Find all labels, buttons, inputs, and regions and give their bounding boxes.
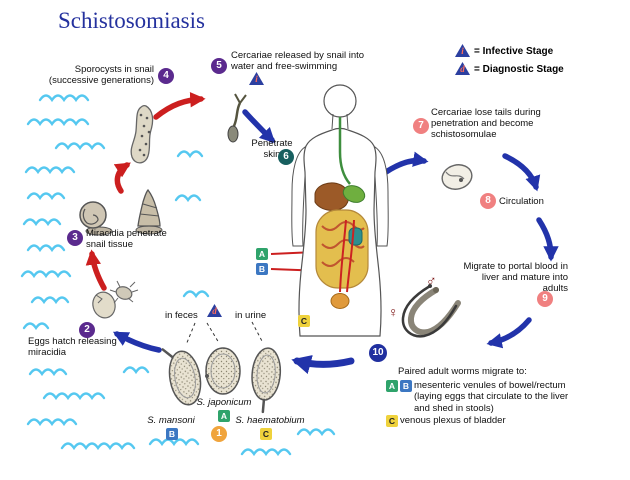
body-badge-b: B — [256, 263, 268, 275]
step-7-circle: 7 — [413, 118, 429, 134]
diagnostic-symbol: d — [460, 64, 465, 74]
step-1-circle: 1 — [211, 426, 227, 442]
head — [323, 84, 357, 118]
step-9-label: Migrate to portal blood in liver and mat… — [463, 261, 568, 295]
badge-b: B — [400, 379, 412, 392]
step-9-circle: 9 — [537, 291, 553, 307]
haematobium-badge-c: C — [260, 428, 272, 440]
step-8-circle: 8 — [480, 193, 496, 209]
arrow-circulation-to-portal — [536, 217, 559, 262]
egg-s-japonicum — [205, 347, 241, 395]
step-5-label: Cercariae released by snail into water a… — [231, 50, 365, 73]
miracidium-drawing — [92, 280, 139, 319]
badge-c: C — [386, 415, 398, 428]
body-badge-c: C — [298, 315, 310, 327]
diagnostic-stage-label: = Diagnostic Stage — [474, 64, 564, 75]
badge-a: A — [386, 379, 398, 392]
schistosomula-drawing — [441, 164, 473, 190]
in-feces-label: in feces — [165, 310, 198, 321]
colon-segment — [348, 227, 363, 246]
male-worm — [407, 287, 461, 336]
infective-symbol: i — [255, 74, 258, 84]
infective-stage-label: = Infective Stage — [474, 46, 554, 57]
mansoni-badge-b: B — [166, 428, 178, 440]
step-10-label: Paired adult worms migrate to: — [398, 366, 527, 377]
egg-drawings — [161, 347, 282, 414]
intestines — [315, 209, 369, 289]
red-cycle-arrows — [85, 92, 206, 291]
lateral-knob — [205, 374, 209, 378]
body-badge-a: A — [256, 248, 268, 260]
right-snail-bands — [139, 203, 160, 217]
species-japonicum-label: S. japonicum — [196, 397, 252, 408]
sporocyst-drawing — [130, 104, 154, 164]
step-10-circle: 10 — [369, 344, 387, 362]
left-snail-spiral — [82, 208, 99, 225]
adult-worms-drawing — [401, 284, 461, 338]
migration-c-text: venous plexus of bladder — [400, 415, 506, 427]
egg-s-mansoni — [161, 348, 202, 406]
step-4-circle: 4 — [158, 68, 174, 84]
snails-drawing — [79, 189, 163, 236]
step-3-label: Miracidia penetrate snail tissue — [86, 228, 167, 251]
arrow-eggs-to-hatch — [112, 331, 162, 353]
female-worm — [401, 284, 458, 338]
arrow-miracidia-to-snail — [85, 249, 107, 291]
diagnostic-stage-marker: d — [207, 304, 222, 317]
human-body-figure — [291, 84, 389, 337]
arrow-body-to-schistosomula — [383, 151, 429, 175]
arrow-sporocyst-to-cercariae — [153, 92, 206, 120]
liver — [314, 182, 350, 211]
left-arm — [291, 146, 307, 247]
infective-symbol: i — [461, 46, 464, 56]
right-snail-shell — [137, 189, 161, 227]
migration-block: Paired adult worms migrate to: A B mesen… — [386, 366, 591, 428]
step-2-circle: 2 — [79, 322, 95, 338]
diagnostic-stage-icon: d — [455, 62, 470, 75]
right-arm — [373, 146, 389, 247]
infective-stage-icon: i — [455, 44, 470, 57]
arrow-worms-to-eggs — [291, 355, 355, 375]
in-urine-label: in urine — [235, 310, 267, 321]
arrow-to-circulation — [502, 153, 541, 192]
terminal-spine — [261, 398, 266, 414]
lateral-spine — [161, 348, 174, 359]
diagnostic-symbol: d — [212, 306, 217, 316]
cercaria-drawing — [227, 93, 247, 143]
page-title: Schistosomiasis — [58, 8, 205, 33]
step-6-label: Penetrate skin — [251, 138, 293, 161]
water-waves — [20, 94, 336, 457]
cilia — [109, 280, 139, 304]
female-symbol: ♀ — [388, 304, 399, 320]
infective-stage-marker: i — [249, 72, 264, 85]
arrow-portal-to-worms — [486, 317, 532, 349]
blood-vessels — [339, 219, 355, 293]
step-4-label: Sporocysts in snail (successive generati… — [48, 64, 154, 87]
esophagus — [338, 117, 351, 185]
male-symbol: ♂ — [426, 272, 437, 288]
species-haematobium-label: S. haematobium — [235, 415, 305, 426]
migration-ab-text: mesenteric venules of bowel/rectum (layi… — [414, 379, 569, 414]
step-5-circle: 5 — [211, 58, 227, 74]
blue-cycle-arrows — [112, 109, 559, 375]
migration-ab-row: A B mesenteric venules of bowel/rectum (… — [386, 379, 591, 415]
arrow-cercariae-to-skin — [242, 109, 276, 144]
step-3-circle: 3 — [67, 230, 83, 246]
dashed-pointer-lines — [185, 321, 264, 346]
species-mansoni-label: S. mansoni — [147, 415, 195, 426]
migration-c-row: C venous plexus of bladder — [386, 415, 591, 428]
japonicum-badge-a: A — [218, 410, 230, 422]
step-6-circle: 6 — [278, 149, 294, 165]
neck-lines — [331, 113, 349, 130]
egg-s-haematobium — [251, 347, 282, 414]
bladder — [330, 293, 350, 309]
step-7-label: Cercariae lose tails during penetration … — [431, 107, 541, 141]
step-2-label: Eggs hatch releasing miracidia — [28, 336, 117, 359]
stomach — [342, 185, 366, 203]
step-8-label: Circulation — [499, 196, 544, 207]
arrow-snail-to-sporocyst — [113, 162, 131, 194]
